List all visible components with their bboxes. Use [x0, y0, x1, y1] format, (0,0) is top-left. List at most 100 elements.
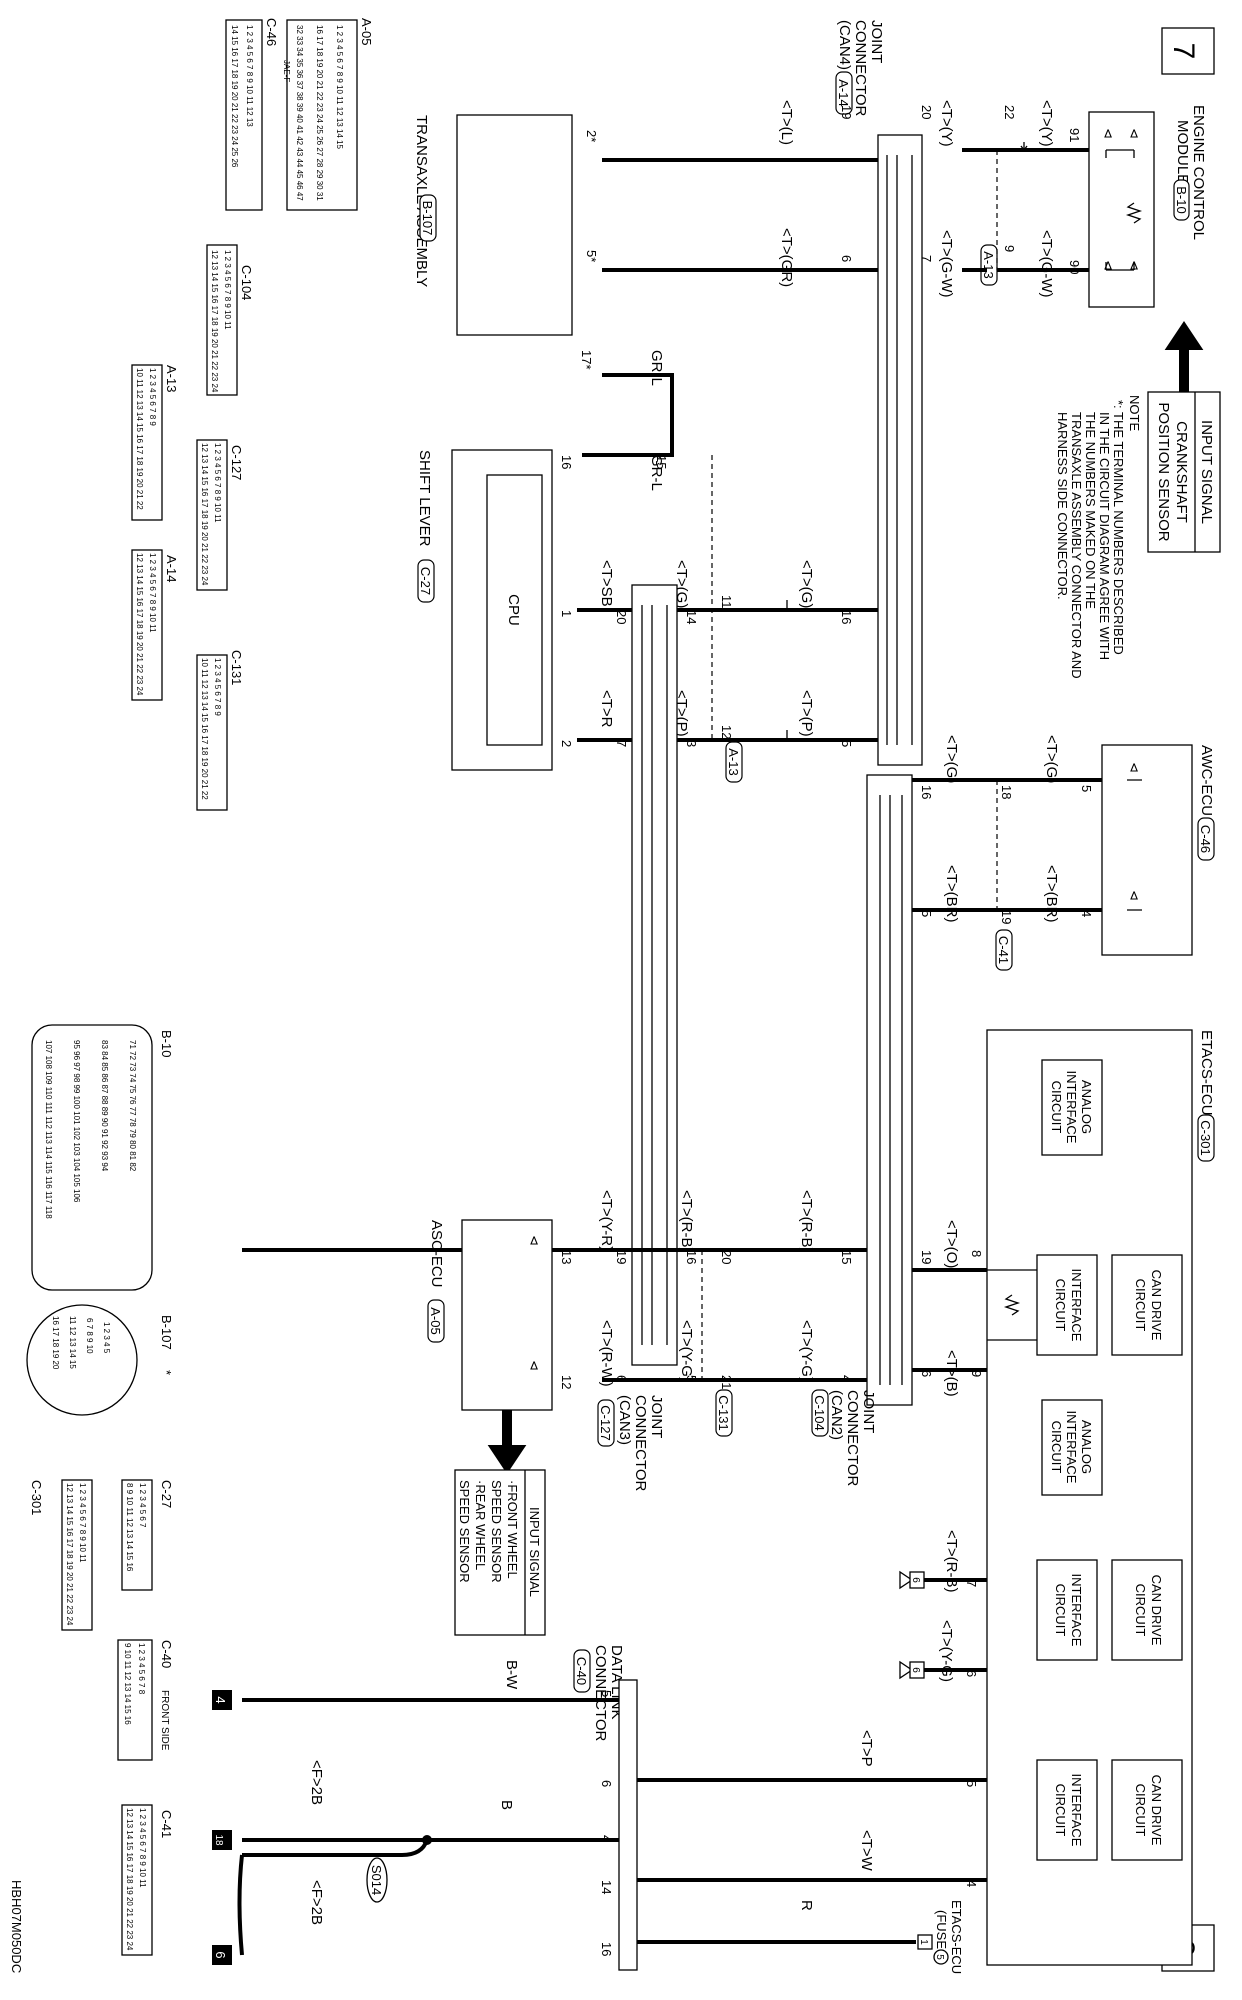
connector-view-c104: C-104 1 2 3 4 5 6 7 8 9 10 11 12 13 14 1… — [206, 244, 254, 396]
svg-text:6: 6 — [839, 255, 854, 262]
svg-text:<T>(Y-G): <T>(Y-G) — [678, 1320, 695, 1382]
svg-text:5: 5 — [934, 1954, 945, 1960]
svg-text:<T>(Y): <T>(Y) — [938, 100, 955, 147]
svg-text:<T>R: <T>R — [598, 690, 615, 728]
svg-text:INTERFACE: INTERFACE — [1069, 1269, 1084, 1342]
svg-text:71 72 73 74 75 76 77 78 79 80: 71 72 73 74 75 76 77 78 79 80 81 82 — [128, 1040, 137, 1172]
svg-text:CRANKSHAFT: CRANKSHAFT — [1173, 421, 1190, 523]
svg-text:6: 6 — [964, 1670, 979, 1677]
svg-text:8: 8 — [969, 1250, 984, 1257]
svg-text:11 12 13 14 15: 11 12 13 14 15 — [68, 1316, 77, 1369]
ref-6-a: 6 — [899, 1570, 925, 1590]
svg-text:9 10 11 12 13 14 15 16: 9 10 11 12 13 14 15 16 — [123, 1643, 132, 1725]
svg-text:<T>(BR): <T>(BR) — [943, 865, 960, 923]
svg-text:<T>(O): <T>(O) — [943, 1220, 960, 1268]
svg-text:6 7 8 9 10: 6 7 8 9 10 — [85, 1318, 94, 1354]
svg-text:C-27: C-27 — [159, 1480, 174, 1508]
svg-text:12 13 14 15 16 17 18 19 20 21: 12 13 14 15 16 17 18 19 20 21 22 23 24 — [65, 1483, 74, 1626]
svg-text:·REAR WHEEL: ·REAR WHEEL — [473, 1480, 488, 1570]
svg-text:19: 19 — [614, 1250, 629, 1264]
svg-text:7: 7 — [614, 740, 629, 747]
svg-text:C-301: C-301 — [29, 1480, 44, 1515]
svg-text:1 2 3 4 5 6 7 8 9 10 11: 1 2 3 4 5 6 7 8 9 10 11 — [148, 553, 157, 633]
note-block: NOTE *: THE TERMINAL NUMBERS DESCRIBED I… — [1055, 395, 1142, 679]
svg-text:12 13 14 15 16 17 18 19 20 21: 12 13 14 15 16 17 18 19 20 21 22 23 24 — [210, 250, 219, 393]
svg-text:ANALOG: ANALOG — [1079, 1420, 1094, 1474]
joint-connector-can2: JOINT CONNECTOR (CAN2) C-104 — [811, 774, 913, 1487]
ecm-connector-tag: B-10 — [1173, 179, 1190, 221]
connector-view-c27: C-27 1 2 3 4 5 6 7 8 9 10 11 12 13 14 15… — [121, 1479, 174, 1591]
svg-text:NOTE: NOTE — [1127, 395, 1142, 431]
svg-text:5: 5 — [599, 1690, 614, 1697]
svg-text:<T>(GR): <T>(GR) — [778, 228, 795, 287]
svg-text:1 2 3 4 5: 1 2 3 4 5 — [102, 1322, 111, 1354]
wheel-speed-input-signal: INPUT SIGNAL ·FRONT WHEEL SPEED SENSOR ·… — [454, 1410, 546, 1636]
svg-text:A-13: A-13 — [726, 748, 741, 775]
etacs-fuse-feed: ETACS-ECU (FUSE 5 1 R — [632, 1900, 964, 1974]
svg-text:·FRONT WHEEL: ·FRONT WHEEL — [505, 1480, 520, 1579]
svg-text:CIRCUIT: CIRCUIT — [1053, 1784, 1068, 1837]
svg-text:1 2 3 4 5 6 7 8 9: 1 2 3 4 5 6 7 8 9 — [148, 368, 157, 426]
svg-text:AWC-ECU: AWC-ECU — [1198, 745, 1215, 816]
svg-text:⊲: ⊲ — [1101, 128, 1116, 139]
svg-text:1: 1 — [559, 610, 574, 617]
asc-ecu: ⊲⊲ ASC-ECU A-05 — [427, 1219, 553, 1411]
svg-text:C-127: C-127 — [229, 445, 244, 480]
svg-text:1: 1 — [918, 1939, 929, 1945]
ecm-termination-resistor — [1125, 202, 1143, 224]
svg-text:GR-L: GR-L — [648, 350, 665, 386]
svg-text:<T>(Y-G): <T>(Y-G) — [938, 1620, 955, 1682]
joint-connector-can4: JOINT CONNECTOR (CAN4) A-14 — [835, 20, 923, 766]
connector-view-b10: B-10 71 72 73 74 75 76 77 78 79 80 81 82… — [31, 1024, 174, 1291]
svg-text:*: THE TERMINAL NUMBERS DESCRI: *: THE TERMINAL NUMBERS DESCRIBED — [1111, 400, 1126, 655]
svg-text:1 2 3 4 5 6 7: 1 2 3 4 5 6 7 — [138, 1483, 147, 1528]
svg-text:INTERFACE: INTERFACE — [1064, 1071, 1079, 1144]
svg-text:12 13 14 15 16 17 18 19 20 21: 12 13 14 15 16 17 18 19 20 21 22 23 24 — [125, 1808, 134, 1951]
svg-text:14: 14 — [684, 610, 699, 624]
interface-circuit-3: INTERFACE CIRCUIT — [1036, 1759, 1098, 1861]
svg-text:<F>2B: <F>2B — [308, 1760, 325, 1805]
svg-text:9: 9 — [969, 1370, 984, 1377]
svg-text:CIRCUIT: CIRCUIT — [1049, 1421, 1064, 1474]
svg-text:12 13 14 15 16 17 18 19 20 21: 12 13 14 15 16 17 18 19 20 21 22 23 24 — [200, 443, 209, 586]
svg-text:CIRCUIT: CIRCUIT — [1133, 1279, 1148, 1332]
svg-text:SPEED SENSOR: SPEED SENSOR — [489, 1480, 504, 1583]
svg-text:CIRCUIT: CIRCUIT — [1133, 1584, 1148, 1637]
svg-text:(FUSE: (FUSE — [934, 1910, 949, 1949]
svg-text:17*: 17* — [579, 350, 594, 370]
svg-text:SPEED SENSOR: SPEED SENSOR — [457, 1480, 472, 1583]
svg-text:(CAN3): (CAN3) — [616, 1395, 633, 1445]
svg-text:A-13: A-13 — [981, 251, 996, 278]
awc-ecu: AWC-ECU C-46 ⊲⊲ — [1101, 744, 1215, 956]
svg-text:<T>(R-W): <T>(R-W) — [598, 1320, 615, 1387]
svg-text:6: 6 — [599, 1780, 614, 1787]
svg-text:32 33 34 35 36 37 38 39 40 41: 32 33 34 35 36 37 38 39 40 41 42 43 44 4… — [295, 25, 304, 201]
svg-text:5: 5 — [964, 1780, 979, 1787]
svg-text:10 11 12 13 14 15 16 17 18 19: 10 11 12 13 14 15 16 17 18 19 20 21 22 — [135, 368, 144, 510]
crankshaft-input-signal: INPUT SIGNAL CRANKSHAFT POSITION SENSOR — [1147, 320, 1221, 553]
svg-text:14: 14 — [599, 1880, 614, 1894]
svg-text:95 96 97 98 99 100 101 102 103: 95 96 97 98 99 100 101 102 103 104 105 1… — [72, 1040, 81, 1203]
svg-text:4: 4 — [1079, 910, 1094, 917]
splice-s014: S014 — [366, 1857, 388, 1903]
a13-inline-tag-top: A-13 — [980, 244, 998, 286]
svg-text:1 2 3 4 5 6 7 8 9 10 11 12 13: 1 2 3 4 5 6 7 8 9 10 11 12 13 — [245, 25, 254, 127]
can-drive-circuit-1: CAN DRIVE CIRCUIT — [1111, 1254, 1183, 1356]
svg-text:C-104: C-104 — [239, 265, 254, 300]
svg-text:B-10: B-10 — [159, 1030, 174, 1057]
svg-text:POSITION SENSOR: POSITION SENSOR — [1155, 402, 1172, 541]
connector-view-b107: B-107 * 1 2 3 4 5 6 7 8 9 10 11 12 13 14… — [26, 1304, 174, 1416]
a13-inline-tag-mid: A-13 — [725, 741, 743, 783]
svg-text:<T>P: <T>P — [858, 1730, 875, 1767]
svg-text:1 2 3 4 5 6 7 8 9 10 11: 1 2 3 4 5 6 7 8 9 10 11 — [223, 250, 232, 330]
shift-lever-cpu — [486, 474, 543, 746]
svg-text:<F>2B: <F>2B — [308, 1880, 325, 1925]
svg-text:6: 6 — [614, 1375, 629, 1382]
analog-interface-circuit-2: ANALOG INTERFACE CIRCUIT — [1041, 1399, 1103, 1496]
data-link-connector: DATA LINK CONNECTOR C-40 — [573, 1645, 638, 1971]
svg-text:C-40: C-40 — [574, 1657, 589, 1685]
svg-text:12: 12 — [719, 725, 734, 739]
